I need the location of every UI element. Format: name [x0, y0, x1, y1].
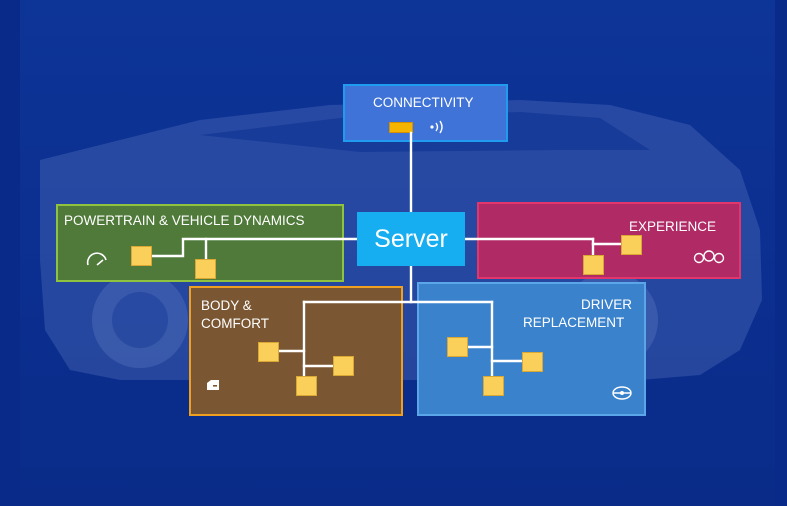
zone-driver-title-line2: REPLACEMENT [523, 315, 625, 330]
ecu-node [483, 376, 504, 396]
ecu-node [621, 235, 642, 255]
steering-wheel-icon [612, 386, 632, 400]
ecu-node [333, 356, 354, 376]
ecu-node [583, 255, 604, 275]
zone-body-comfort: BODY & COMFORT [189, 286, 403, 416]
zone-body-title-line1: BODY & [201, 298, 252, 313]
zone-experience-title: EXPERIENCE [629, 219, 717, 234]
ecu-node [522, 352, 543, 372]
speedometer-icon [86, 252, 107, 266]
wifi-signal-icon [430, 120, 443, 134]
zone-experience: EXPERIENCE [477, 202, 741, 279]
zone-connectivity: CONNECTIVITY [343, 84, 508, 142]
zone-body-title-line2: COMFORT [201, 316, 269, 331]
zone-driver-title-line1: DRIVER [581, 297, 633, 312]
server-label: Server [374, 224, 448, 253]
server-box: Server [357, 212, 465, 266]
zone-connectivity-title: CONNECTIVITY [373, 95, 474, 110]
ecu-node [296, 376, 317, 396]
infotainment-icon [693, 250, 725, 264]
ecu-node [195, 259, 216, 279]
ecu-node [258, 342, 279, 362]
connectivity-node [389, 122, 413, 133]
ecu-node [447, 337, 468, 357]
zone-powertrain-title: POWERTRAIN & VEHICLE DYNAMICS [64, 213, 305, 228]
car-door-icon [207, 380, 219, 390]
ecu-node [131, 246, 152, 266]
